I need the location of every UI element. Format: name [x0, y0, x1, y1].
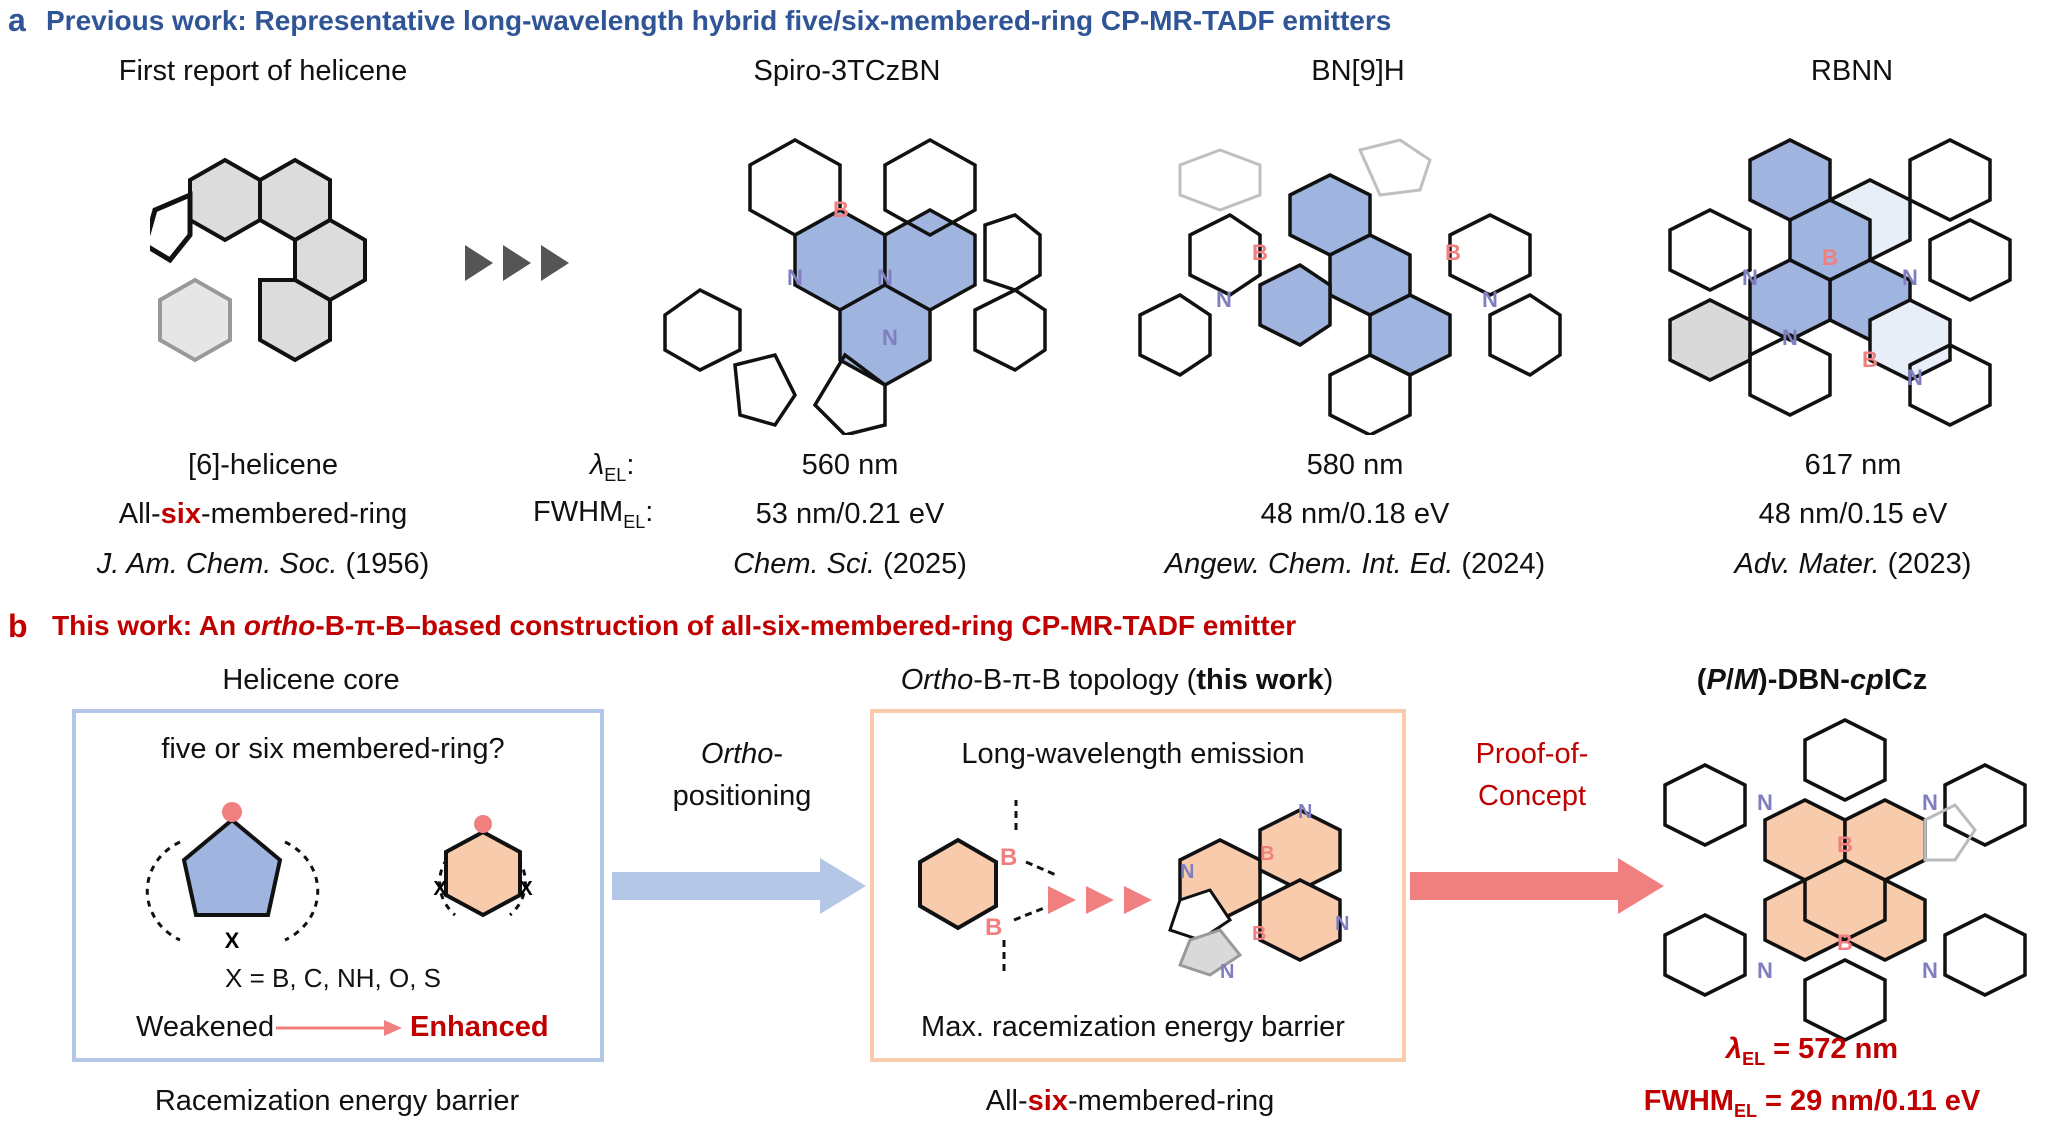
- five-ring: [181, 817, 283, 917]
- rbnn-b-atom-2: B: [1862, 347, 1878, 372]
- bn9h-b-atom-2: B: [1445, 240, 1461, 265]
- topology-heading: Ortho-B-π-B topology (this work): [900, 664, 1334, 696]
- col3-journal: Angew. Chem. Int. Ed. (2024): [1164, 548, 1546, 580]
- lambda-row-label: λEL:: [590, 449, 635, 485]
- proof-of-concept-arrow: [1410, 858, 1664, 914]
- col4-name: RBNN: [1810, 55, 1894, 87]
- six-ring-x-2: X: [519, 878, 533, 900]
- helicene-ring-4: [258, 278, 332, 363]
- col3-name: BN[9]H: [1311, 55, 1405, 87]
- middle-caption: All-six-membered-ring: [985, 1085, 1275, 1117]
- rbnn-n-atom-4: N: [1907, 365, 1923, 390]
- arrow2-line1: Proof-of-: [1475, 738, 1589, 770]
- spiro-n-atom-1: N: [787, 265, 803, 290]
- ortho-positioning-arrow: [612, 858, 866, 914]
- schematic-n-atom-2: N: [1298, 801, 1312, 823]
- fwhm-row-label: FWHMEL:: [533, 496, 654, 532]
- panel-b-title: This work: An ortho-B-π-B–based construc…: [52, 610, 1297, 641]
- product-name: (P/M)-DBN-cpICz: [1696, 664, 1928, 696]
- col4-journal: Adv. Mater. (2023): [1734, 548, 1972, 580]
- rbnn-n-atom-3: N: [1782, 325, 1798, 350]
- helicene-ring-1: [188, 157, 262, 243]
- weakened-label: Weakened: [136, 1011, 275, 1043]
- helicene-ring-6: [158, 277, 232, 363]
- panel-b-letter: b: [8, 608, 28, 644]
- product-n-atom-1: N: [1757, 790, 1773, 815]
- spiro-b-atom: B: [833, 197, 849, 222]
- product-n-atom-4: N: [1922, 958, 1938, 983]
- product-n-atom-3: N: [1757, 958, 1773, 983]
- ring-question: five or six membered-ring?: [161, 733, 505, 765]
- spiro-3tczbn-structure: B N N N: [663, 137, 1047, 435]
- five-ring-x: X: [225, 928, 240, 950]
- col3-fwhm: 48 nm/0.18 eV: [1260, 498, 1450, 530]
- ring-schematic: X X X: [145, 802, 533, 950]
- bn9h-b-atom-1: B: [1252, 240, 1268, 265]
- arrow2-line2: Concept: [1477, 780, 1587, 812]
- arrow1-line1: Ortho-: [700, 738, 784, 770]
- col1-journal: J. Am. Chem. Soc. (1956): [96, 548, 430, 580]
- rbnn-structure: B B N N N N: [1668, 138, 2012, 427]
- schematic-b-atom-3: B: [1260, 843, 1274, 865]
- product-b-atom-1: B: [1837, 832, 1853, 857]
- col2-journal: Chem. Sci. (2025): [733, 548, 967, 580]
- col1-name: First report of helicene: [118, 55, 408, 87]
- col4-lambda: 617 nm: [1804, 449, 1902, 481]
- col1-line2: All-six-membered-ring: [118, 498, 408, 530]
- six-ring-x-1: X: [433, 878, 447, 900]
- col2-lambda: 560 nm: [801, 449, 899, 481]
- col2-name: Spiro-3TCzBN: [753, 55, 941, 87]
- col3-lambda: 580 nm: [1306, 449, 1404, 481]
- spiro-n-atom-3: N: [882, 325, 898, 350]
- helicene-structure: [150, 157, 367, 363]
- racemization-caption: Racemization energy barrier: [154, 1085, 520, 1117]
- schematic-n-atom-3: N: [1335, 913, 1349, 935]
- panel-a-letter: a: [8, 2, 26, 38]
- six-ring-dot: [474, 815, 492, 833]
- bn9h-n-atom-1: N: [1216, 287, 1232, 312]
- schematic-n-atom-4: N: [1220, 961, 1234, 980]
- panel-a-title: Previous work: Representative long-wavel…: [46, 5, 1392, 36]
- product-lambda: λEL = 572 nm: [1725, 1033, 1899, 1069]
- col2-fwhm: 53 nm/0.21 eV: [755, 498, 945, 530]
- bn9h-structure: B B N N: [1138, 138, 1562, 435]
- helicene-ring-5: [150, 191, 193, 264]
- col1-line1: [6]-helicene: [188, 449, 338, 481]
- helicene-core-heading: Helicene core: [222, 664, 400, 696]
- col4-fwhm: 48 nm/0.15 eV: [1758, 498, 1948, 530]
- spiro-n-atom-2: N: [877, 265, 893, 290]
- x-list: X = B, C, NH, O, S: [225, 963, 441, 993]
- ortho-b-pi-b-schematic: B B N B N B N N: [918, 800, 1349, 980]
- enhanced-label: Enhanced: [410, 1011, 549, 1043]
- weak-to-enhanced-arrow: [276, 1020, 402, 1036]
- bn9h-n-atom-2: N: [1482, 287, 1498, 312]
- rbnn-n-atom-2: N: [1902, 265, 1918, 290]
- product-b-atom-2: B: [1837, 930, 1853, 955]
- product-n-atom-2: N: [1922, 790, 1938, 815]
- rbnn-b-atom-1: B: [1822, 245, 1838, 270]
- long-wavelength-label: Long-wavelength emission: [961, 738, 1305, 770]
- schematic-b-atom-4: B: [1252, 923, 1266, 945]
- schematic-n-atom-1: N: [1180, 861, 1194, 883]
- benzene-ring: [918, 837, 998, 931]
- product-fwhm: FWHMEL = 29 nm/0.11 eV: [1643, 1085, 1981, 1121]
- rbnn-n-atom-1: N: [1742, 265, 1758, 290]
- schematic-b-atom-1: B: [1000, 844, 1017, 871]
- five-ring-dot: [222, 802, 242, 822]
- schematic-b-atom-2: B: [985, 914, 1002, 941]
- arrow1-line2: positioning: [672, 780, 812, 812]
- max-barrier-label: Max. racemization energy barrier: [921, 1011, 1345, 1043]
- dbn-cpicz-structure: N N N N B B: [1663, 718, 2027, 1042]
- six-ring: [444, 829, 522, 918]
- triple-arrow-a: [465, 245, 569, 281]
